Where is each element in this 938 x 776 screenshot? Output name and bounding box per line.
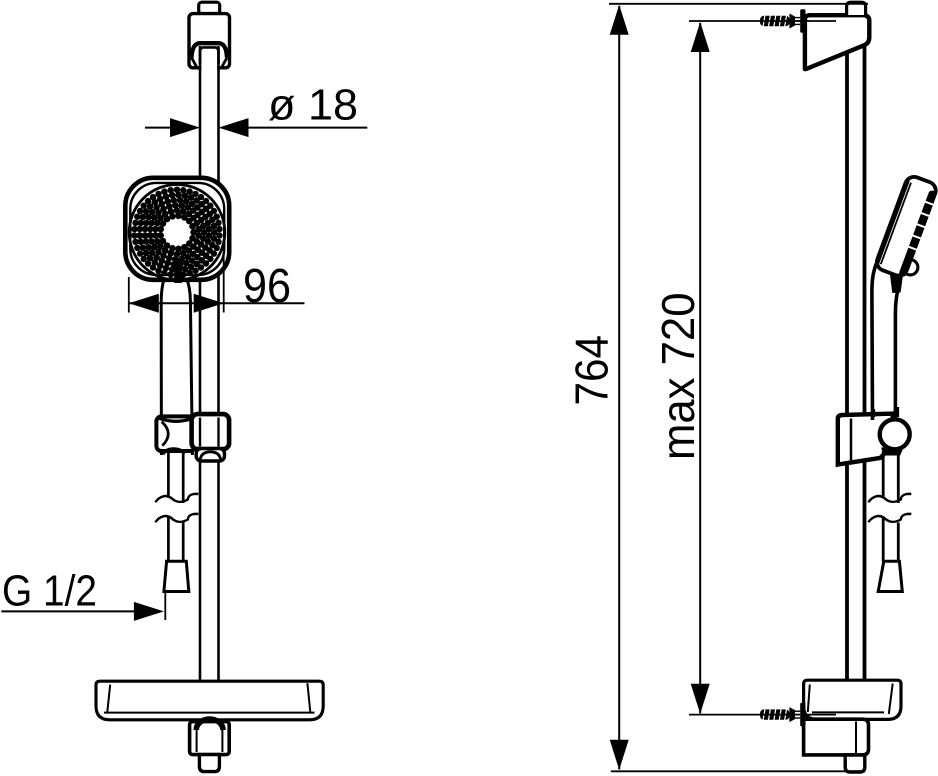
svg-text:96: 96 [243,260,291,313]
svg-text:764: 764 [566,335,618,406]
svg-text:G 1/2: G 1/2 [2,567,97,616]
svg-text:max 720: max 720 [652,293,704,461]
svg-text:ø 18: ø 18 [268,81,358,130]
